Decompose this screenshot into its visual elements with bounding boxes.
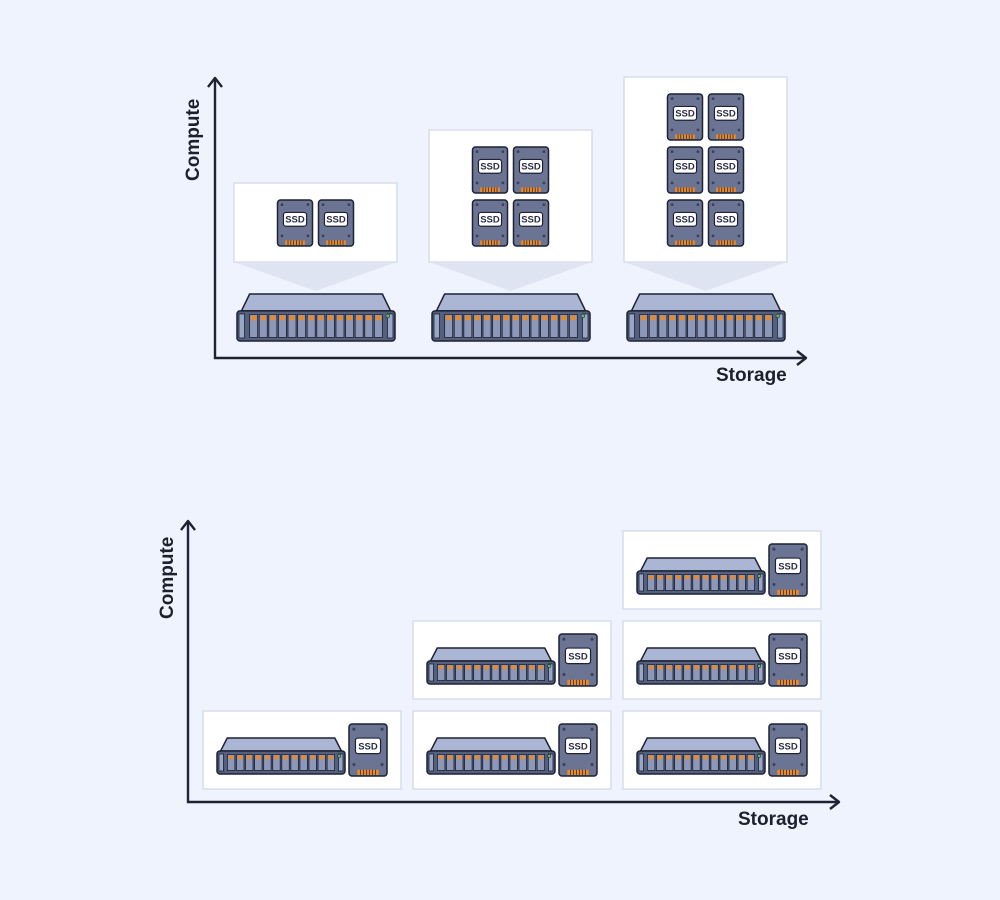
node-panel: SSD [202,710,402,790]
ssd-icon: SSD [276,199,314,247]
bottom-y-axis-label: Compute [157,536,178,619]
top-x-axis-label: Storage [716,365,787,386]
ssd-label: SSD [285,214,305,225]
server-icon [431,293,591,342]
ssd-icon: SSD [666,199,704,247]
server-icon [636,557,766,595]
ssd-icon: SSD [512,199,550,247]
ssd-label: SSD [675,108,695,119]
ssd-icon: SSD [666,146,704,194]
ssd-label: SSD [778,741,798,752]
server-icon [636,647,766,685]
ssd-label: SSD [326,214,346,225]
ssd-label: SSD [778,651,798,662]
ssd-label: SSD [358,741,378,752]
ssd-label: SSD [716,108,736,119]
ssd-label: SSD [716,161,736,172]
ssd-icon: SSD [512,146,550,194]
server-icon [236,293,396,342]
ssd-icon: SSD [768,633,808,687]
node-panel: SSD [622,620,822,700]
server-icon [426,647,556,685]
ssd-icon: SSD [768,723,808,777]
top-server-2: SSD SSD SSD SSD [428,129,593,342]
ssd-label: SSD [675,161,695,172]
server-icon [426,737,556,775]
ssd-icon: SSD [471,146,509,194]
server-icon [626,293,786,342]
ssd-label: SSD [675,214,695,225]
ssd-label: SSD [568,741,588,752]
node-panel: SSD [622,710,822,790]
ssd-icon: SSD [666,93,704,141]
ssd-label: SSD [568,651,588,662]
ssd-label: SSD [521,214,541,225]
bottom-column-3: SSD SSD SSD [622,530,822,790]
ssd-label: SSD [778,561,798,572]
ssd-icon: SSD [768,543,808,597]
bottom-axes [180,519,841,810]
ssd-icon: SSD [707,199,745,247]
ssd-icon: SSD [558,723,598,777]
ssd-label: SSD [521,161,541,172]
ssd-icon: SSD [317,199,355,247]
node-panel: SSD [622,530,822,610]
server-icon [216,737,346,775]
top-y-axis-label: Compute [183,98,204,181]
bottom-column-2: SSD SSD [412,620,612,790]
ssd-icon: SSD [707,146,745,194]
ssd-icon: SSD [707,93,745,141]
top-axes [207,76,808,366]
bottom-x-axis-label: Storage [738,809,809,830]
top-server-3: SSD SSD SSD SSD SSD SSD [623,76,788,342]
ssd-label: SSD [480,161,500,172]
bottom-column-1: SSD [202,710,402,790]
node-panel: SSD [412,710,612,790]
ssd-icon: SSD [348,723,388,777]
node-panel: SSD [412,620,612,700]
ssd-icon: SSD [558,633,598,687]
ssd-label: SSD [716,214,736,225]
top-server-1: SSD SSD [233,182,398,342]
server-icon [636,737,766,775]
ssd-label: SSD [480,214,500,225]
ssd-icon: SSD [471,199,509,247]
